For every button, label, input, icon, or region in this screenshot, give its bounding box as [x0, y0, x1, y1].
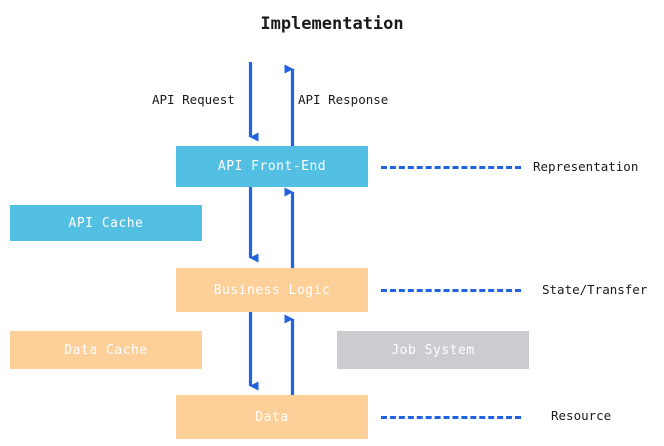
box-api-cache[interactable]: API Cache: [10, 205, 202, 241]
arrow-label-api-request: API Request: [152, 92, 235, 107]
box-business-logic[interactable]: Business Logic: [176, 268, 368, 312]
arrow-label-api-response: API Response: [298, 92, 389, 107]
dashed-line-state-transfer: [381, 289, 521, 292]
page-title: Implementation: [260, 14, 404, 34]
side-label-resource: Resource: [551, 408, 612, 423]
box-data[interactable]: Data: [176, 395, 368, 439]
box-api-front-end[interactable]: API Front-End: [176, 146, 368, 187]
box-job-system[interactable]: Job System: [337, 331, 529, 369]
dashed-line-resource: [381, 416, 521, 419]
box-data-cache[interactable]: Data Cache: [10, 331, 202, 369]
dashed-line-representation: [381, 166, 521, 169]
side-label-representation: Representation: [533, 159, 639, 174]
side-label-state-transfer: State/Transfer: [542, 282, 648, 297]
